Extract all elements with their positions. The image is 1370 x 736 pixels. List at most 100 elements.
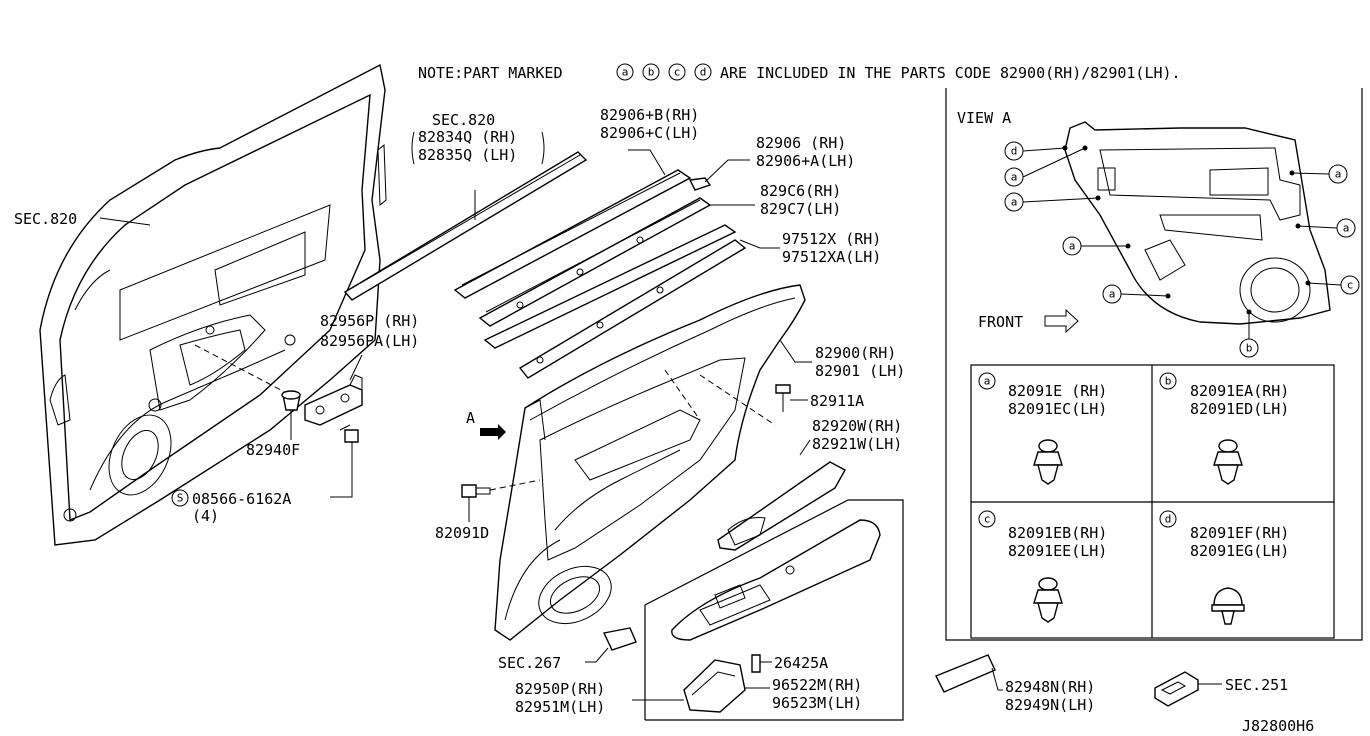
view-a-callout-c: c [1305, 275, 1360, 295]
view-a-callout-a1: a [1004, 145, 1088, 187]
note-mark-d: d [694, 63, 712, 81]
svg-text:c: c [674, 66, 681, 79]
view-a-callout-a4: a [1102, 284, 1171, 304]
label-82900: 82900(RH) [815, 344, 896, 362]
clip-b-rh: 82091EA(RH) [1190, 382, 1289, 400]
clip-d-rh: 82091EF(RH) [1190, 524, 1289, 542]
label-sec820-top: SEC.820 [432, 111, 495, 129]
clip-c-icon [1033, 577, 1063, 623]
label-sec267: SEC.267 [498, 654, 561, 672]
clip-d-lh: 82091EG(LH) [1190, 542, 1289, 560]
svg-text:d: d [1165, 513, 1172, 526]
label-82091d: 82091D [435, 524, 489, 542]
front-label: FRONT [978, 313, 1023, 331]
svg-text:c: c [984, 513, 991, 526]
label-26425a: 26425A [774, 654, 828, 672]
svg-text:a: a [1069, 240, 1076, 253]
label-829c7: 829C7(LH) [760, 200, 841, 218]
label-82906b: 82906+B(RH) [600, 106, 699, 124]
clip-c-rh: 82091EB(RH) [1008, 524, 1107, 542]
svg-text:a: a [1109, 288, 1116, 301]
label-82906a: 82906+A(LH) [756, 152, 855, 170]
armrest-82920w [717, 439, 846, 551]
bracket-82956p [304, 354, 363, 426]
label-82940f: 82940F [246, 441, 300, 459]
screw-symbol: S [171, 489, 189, 507]
clip-b-lh: 82091ED(LH) [1190, 400, 1289, 418]
bracket-right [541, 131, 545, 165]
view-a-callout-a2: a [1004, 192, 1101, 212]
leader-sec820-left [99, 217, 151, 226]
svg-text:d: d [700, 66, 707, 79]
clip-a-rh: 82091E (RH) [1008, 382, 1107, 400]
label-96523m: 96523M(LH) [772, 694, 862, 712]
note-prefix: NOTE:PART MARKED [418, 64, 563, 82]
label-82835q: 82835Q (LH) [418, 146, 517, 164]
lamp-26425a [751, 654, 772, 673]
clip-table: a 82091E (RH) 82091EC(LH) b 82091EA(RH) … [970, 364, 1335, 639]
note-mark-a: a [616, 63, 634, 81]
note-mark-c: c [668, 63, 686, 81]
svg-text:a: a [984, 375, 991, 388]
label-82956pa: 82956PA(LH) [320, 332, 419, 350]
label-82921w: 82921W(LH) [812, 435, 902, 453]
svg-text:a: a [622, 66, 629, 79]
label-82906c: 82906+C(LH) [600, 124, 699, 142]
svg-text:c: c [1347, 279, 1354, 292]
note-mark-b: b [642, 63, 660, 81]
label-829c6: 829C6(RH) [760, 182, 841, 200]
moulding-82834q [343, 151, 588, 301]
clip-d-icon [1211, 587, 1245, 625]
view-a-callout-a6: a [1289, 164, 1348, 184]
clip-cell-d: d 82091EF(RH) 82091EG(LH) [1159, 510, 1289, 625]
svg-text:a: a [1011, 171, 1018, 184]
svg-text:A: A [466, 409, 475, 427]
label-82951m: 82951M(LH) [515, 698, 605, 716]
note-suffix: ARE INCLUDED IN THE PARTS CODE 82900(RH)… [720, 64, 1181, 82]
front-arrow-icon [1044, 308, 1079, 334]
label-82911a: 82911A [810, 392, 864, 410]
svg-text:a: a [1011, 196, 1018, 209]
diagram-id: J82800H6 [1242, 717, 1314, 735]
screw-08566 [330, 424, 359, 498]
finisher-82950p [632, 659, 746, 713]
view-a-callout-a3: a [1062, 236, 1131, 256]
label-08566-qty: (4) [192, 507, 219, 525]
clip-a-lh: 82091EC(LH) [1008, 400, 1107, 418]
clip-cell-a: a 82091E (RH) 82091EC(LH) [978, 372, 1107, 485]
label-08566: 08566-6162A [192, 490, 291, 508]
clip-cell-b: b 82091EA(RH) 82091ED(LH) [1159, 372, 1289, 485]
switch-sec251 [1154, 671, 1222, 707]
door-trim-82900 [494, 284, 812, 641]
label-82834q: 82834Q (RH) [418, 128, 517, 146]
view-a-arrow: A [466, 409, 506, 440]
view-a-callout-a5: a [1295, 218, 1356, 238]
view-a-title: VIEW A [957, 109, 1011, 127]
door-frame-illustration [39, 63, 387, 546]
clip-82091d [461, 479, 541, 522]
svg-text:S: S [177, 492, 184, 505]
switch-panel-box [644, 499, 904, 721]
label-97512x: 97512X (RH) [782, 230, 881, 248]
svg-text:d: d [1011, 145, 1018, 158]
view-a-callout-b: b [1239, 309, 1259, 358]
clip-a-icon [1033, 439, 1063, 485]
clip-82940f [281, 390, 301, 440]
strip-82906b [453, 149, 692, 299]
svg-text:b: b [1246, 342, 1253, 355]
label-82949n: 82949N(LH) [1005, 696, 1095, 714]
clip-b-icon [1213, 439, 1243, 485]
clip-cell-c: c 82091EB(RH) 82091EE(LH) [978, 510, 1107, 623]
view-a-callout-d1: d [1004, 141, 1068, 161]
label-sec820-left: SEC.820 [14, 210, 77, 228]
svg-text:b: b [648, 66, 655, 79]
strip-97512x [483, 224, 780, 379]
label-82920w: 82920W(RH) [812, 417, 902, 435]
label-sec251: SEC.251 [1225, 676, 1288, 694]
view-a-panel: VIEW A d a a a [945, 88, 1363, 641]
label-82948n: 82948N(RH) [1005, 678, 1095, 696]
label-82906: 82906 (RH) [756, 134, 846, 152]
strip-829c6 [478, 197, 755, 327]
component-sec267 [585, 627, 637, 663]
svg-text:b: b [1165, 375, 1172, 388]
